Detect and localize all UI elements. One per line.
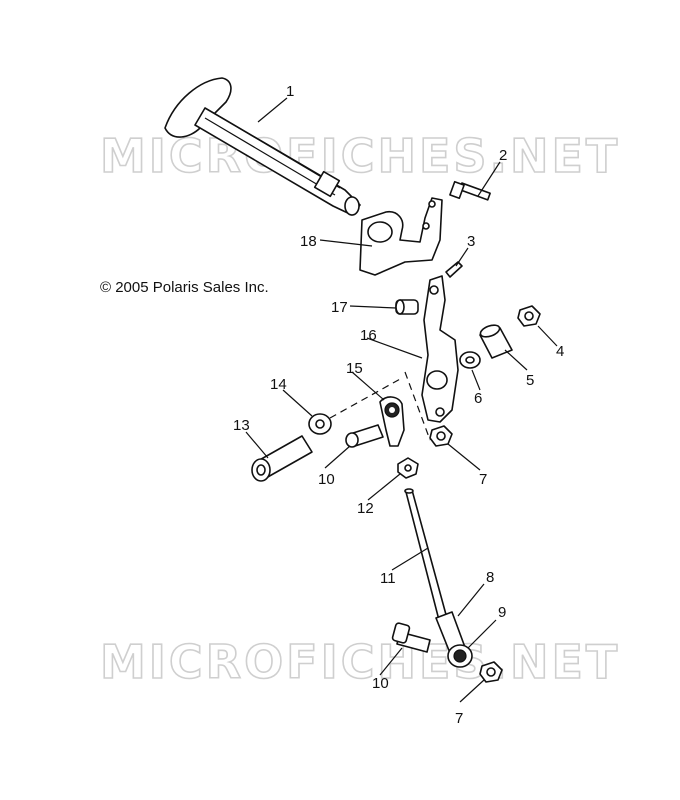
callout-18: 18: [300, 233, 317, 250]
assembly-line-1: [329, 377, 403, 419]
leader-lines: [245, 97, 558, 703]
part-4-nut: [517, 305, 541, 327]
part-1-brake-pedal: [164, 77, 361, 216]
callout-6: 6: [474, 390, 482, 407]
part-10-bolt-lower: [391, 622, 431, 653]
callout-16: 16: [360, 327, 377, 344]
callout-3: 3: [467, 233, 475, 250]
assembly-line-2: [404, 371, 431, 441]
callout-9: 9: [498, 604, 506, 621]
part-18-bracket: [359, 197, 443, 276]
callout-5: 5: [526, 372, 534, 389]
callout-13: 13: [233, 417, 250, 434]
part-3-pin: [445, 261, 463, 278]
callout-17: 17: [331, 299, 348, 316]
callout-12: 12: [357, 500, 374, 517]
part-2-screw: [449, 180, 491, 201]
callout-7-lower: 7: [455, 710, 463, 727]
callouts: 1 2 3 4 5 6 7 7 8 9 10 10 11 12 13 14 15…: [233, 83, 564, 727]
part-7-nut-upper: [429, 425, 453, 447]
callout-10-upper: 10: [318, 471, 335, 488]
callout-7-upper: 7: [479, 471, 487, 488]
callout-4: 4: [556, 343, 564, 360]
part-12-nut: [397, 457, 419, 479]
callout-14: 14: [270, 376, 287, 393]
part-17-bolt: [395, 299, 419, 315]
part-7-nut-lower: [479, 661, 503, 683]
callout-8: 8: [486, 569, 494, 586]
part-15-rod-end: [379, 396, 405, 447]
watermark-top: MICROFICHES.NET: [100, 129, 620, 183]
part-9-ball-joint: [447, 644, 473, 668]
watermark-bottom: MICROFICHES.NET: [100, 635, 620, 689]
callout-11: 11: [380, 570, 396, 587]
copyright-notice: © 2005 Polaris Sales Inc.: [100, 279, 269, 296]
part-13-sleeve: [251, 435, 313, 482]
callout-15: 15: [346, 360, 363, 377]
callout-2: 2: [499, 147, 507, 164]
part-6-washer: [459, 351, 481, 369]
part-16-lever-arm: [421, 275, 459, 423]
part-10-bolt-upper: [345, 424, 384, 448]
callout-10-lower: 10: [372, 675, 389, 692]
part-14-washer: [308, 413, 332, 435]
part-5-bushing: [479, 324, 513, 359]
part-11-rod: [404, 488, 449, 625]
callout-1: 1: [286, 83, 294, 100]
